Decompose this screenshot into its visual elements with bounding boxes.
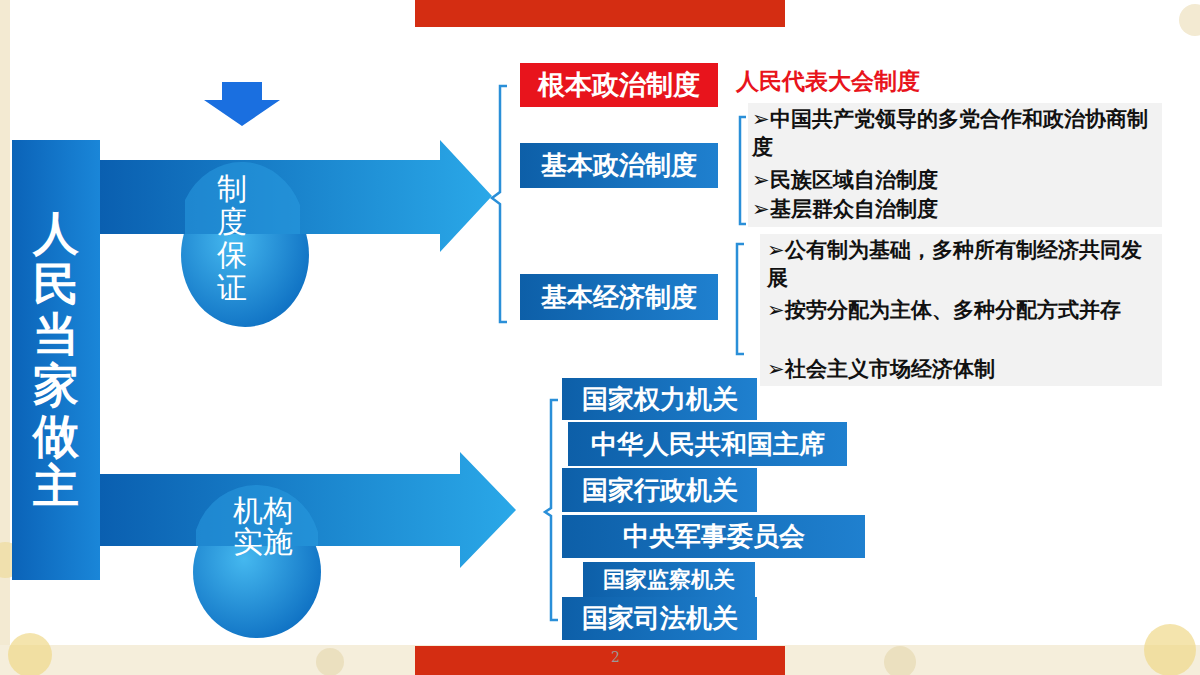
process-box: 中华人民共和国主席 — [568, 422, 847, 466]
process-box: 基本经济制度 — [520, 274, 718, 320]
node-text: 根本政治制度 — [538, 67, 700, 103]
node-text: 基本经济制度 — [541, 280, 697, 315]
bullet-item: ➢公有制为基础，多种所有制经济共同发展 — [767, 236, 1159, 292]
node-text: 国家司法机关 — [582, 601, 738, 636]
process-box: 国家司法机关 — [562, 597, 757, 640]
node-text: 国家权力机关 — [582, 382, 738, 417]
process-box: 国家行政机关 — [562, 468, 757, 512]
node-text: 机构实施 — [233, 495, 293, 558]
process-box: 国家监察机关 — [583, 562, 755, 598]
bullet-item: ➢民族区域自治制度 — [752, 166, 1152, 194]
process-box: 根本政治制度 — [520, 63, 718, 107]
process-box: 基本政治制度 — [520, 143, 718, 188]
node-text: 基本政治制度 — [541, 148, 697, 183]
highlight-label: 人民代表大会制度 — [736, 66, 920, 97]
node-text: 国家监察机关 — [603, 565, 735, 595]
page-number: 2 — [611, 649, 620, 665]
bullet-item: ➢社会主义市场经济体制 — [767, 355, 1159, 383]
bullet-item: ➢按劳分配为主体、多种分配方式并存 — [767, 296, 1159, 324]
node-text: 人民当家做主 — [33, 208, 79, 512]
title-band: 人民当家做主 — [12, 140, 100, 580]
bullet-item: ➢中国共产党领导的多党合作和政治协商制度 — [752, 105, 1152, 161]
node-text: 制度保证 — [217, 172, 247, 304]
process-box: 国家权力机关 — [562, 378, 757, 420]
node-text: 中央军事委员会 — [623, 519, 805, 554]
node-text: 中华人民共和国主席 — [591, 427, 825, 462]
node-text: 国家行政机关 — [582, 473, 738, 508]
arrow-label: 制度保证 — [212, 168, 252, 308]
arrow-label: 机构实施 — [226, 486, 300, 566]
bullet-item: ➢基层群众自治制度 — [752, 195, 1152, 223]
process-box: 中央军事委员会 — [562, 515, 865, 558]
